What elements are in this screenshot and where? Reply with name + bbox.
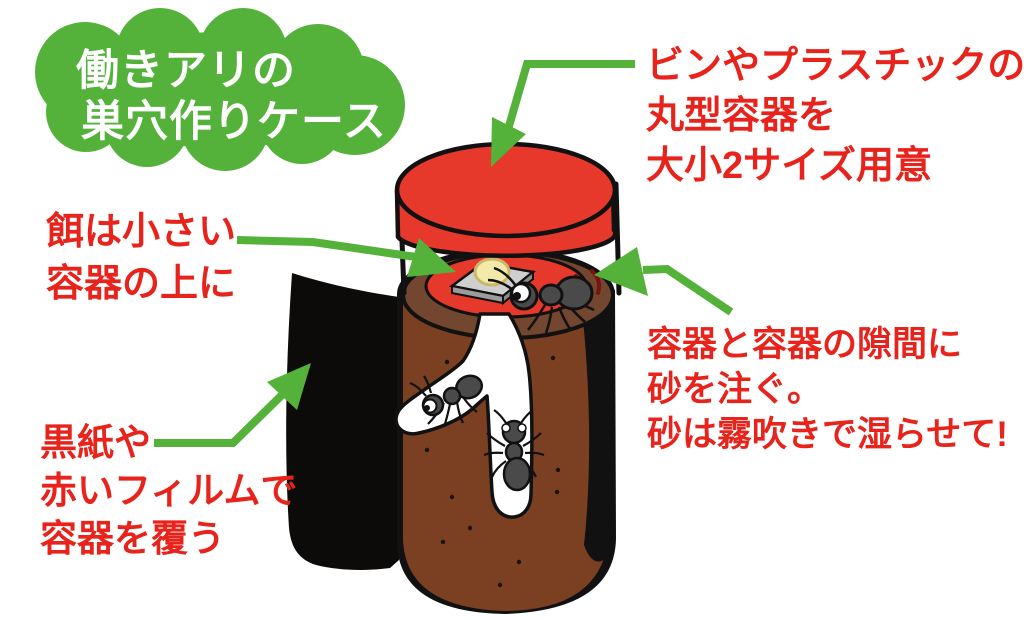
note-sand-line-3: 砂は霧吹きで湿らせて!	[647, 415, 1008, 454]
arrow-containers	[491, 60, 635, 167]
note-feed-line-1: 餌は小さい	[46, 211, 237, 253]
note-sand: 容器と容器の隙間に 砂を注ぐ。 砂は霧吹きで湿らせて!	[647, 327, 1008, 462]
note-sand-line-1: 容器と容器の隙間に	[647, 325, 963, 364]
ant-leg	[442, 403, 452, 428]
ant-antenna	[520, 409, 534, 424]
arrow-feed	[236, 236, 456, 277]
note-containers: ビンやプラスチックの 丸型容器を 大小2サイズ用意	[646, 47, 1024, 197]
sand-speckles	[424, 340, 561, 588]
arrowhead-icon	[267, 363, 311, 410]
lid-top	[394, 141, 618, 239]
surface-shading	[590, 269, 602, 295]
note-feed: 餌は小さい 容器の上に	[46, 213, 236, 317]
ant-leg	[483, 451, 504, 457]
ant-pupil	[513, 292, 521, 300]
ant-leg	[524, 451, 545, 457]
ant-leg	[490, 460, 507, 478]
note-feed-line-2: 容器の上に	[46, 263, 237, 305]
arrowhead-icon	[491, 117, 526, 167]
title-bubble	[35, 8, 405, 171]
ant-pupil	[424, 405, 430, 411]
note-sand-line-2: 砂を注ぐ。	[647, 370, 823, 409]
page-title: 働きアリの 巣穴作りケース	[76, 50, 387, 144]
ant-antenna	[493, 266, 518, 287]
note-cover: 黒紙や 赤いフィルムで 容器を覆う	[40, 424, 298, 568]
container-right-shadow	[583, 305, 616, 562]
arrow-line	[503, 60, 635, 135]
food-item	[473, 257, 511, 287]
ant-antenna	[493, 409, 507, 424]
ant-leg	[522, 432, 542, 447]
ant-leg	[486, 432, 506, 447]
ant-leg	[557, 306, 572, 330]
tunnel	[394, 312, 534, 519]
ant-abdomen	[502, 456, 532, 492]
ant-on-surface	[487, 266, 595, 334]
ant-antenna	[487, 278, 514, 291]
note-containers-line-2: 丸型容器を	[646, 95, 837, 137]
ant-thorax	[538, 283, 564, 307]
note-containers-line-1: ビンやプラスチックの	[646, 45, 1024, 87]
red-lid	[394, 141, 618, 259]
arrowhead-icon	[594, 247, 648, 296]
ant-leg	[544, 306, 554, 334]
arrow-cover	[154, 363, 311, 447]
title-line-2: 巣穴作りケース	[81, 98, 387, 146]
note-cover-line-2: 赤いフィルムで	[40, 470, 298, 511]
ant-in-chamber	[409, 374, 484, 428]
ant-eye	[501, 423, 511, 433]
ant-thorax	[442, 386, 462, 406]
note-cover-line-1: 黒紙や	[40, 422, 151, 463]
ant-antenna	[423, 375, 433, 394]
ant-leg	[527, 304, 547, 331]
ant-antenna	[409, 381, 427, 397]
ant-eye	[517, 423, 527, 433]
arrowhead-icon	[407, 238, 456, 277]
annotation-arrows	[154, 60, 734, 447]
arrow-line	[642, 264, 734, 316]
ant-in-tunnel	[483, 409, 545, 492]
black-paper-cover	[286, 273, 399, 570]
title-line-1: 働きアリの	[76, 47, 296, 95]
ant-leg	[455, 401, 464, 424]
note-cover-line-3: 容器を覆う	[40, 518, 225, 559]
arrow-line	[154, 388, 289, 447]
arrow-sand	[594, 247, 734, 316]
bubble-body	[75, 32, 365, 148]
arrow-line	[236, 236, 417, 261]
note-containers-line-3: 大小2サイズ用意	[646, 145, 932, 187]
